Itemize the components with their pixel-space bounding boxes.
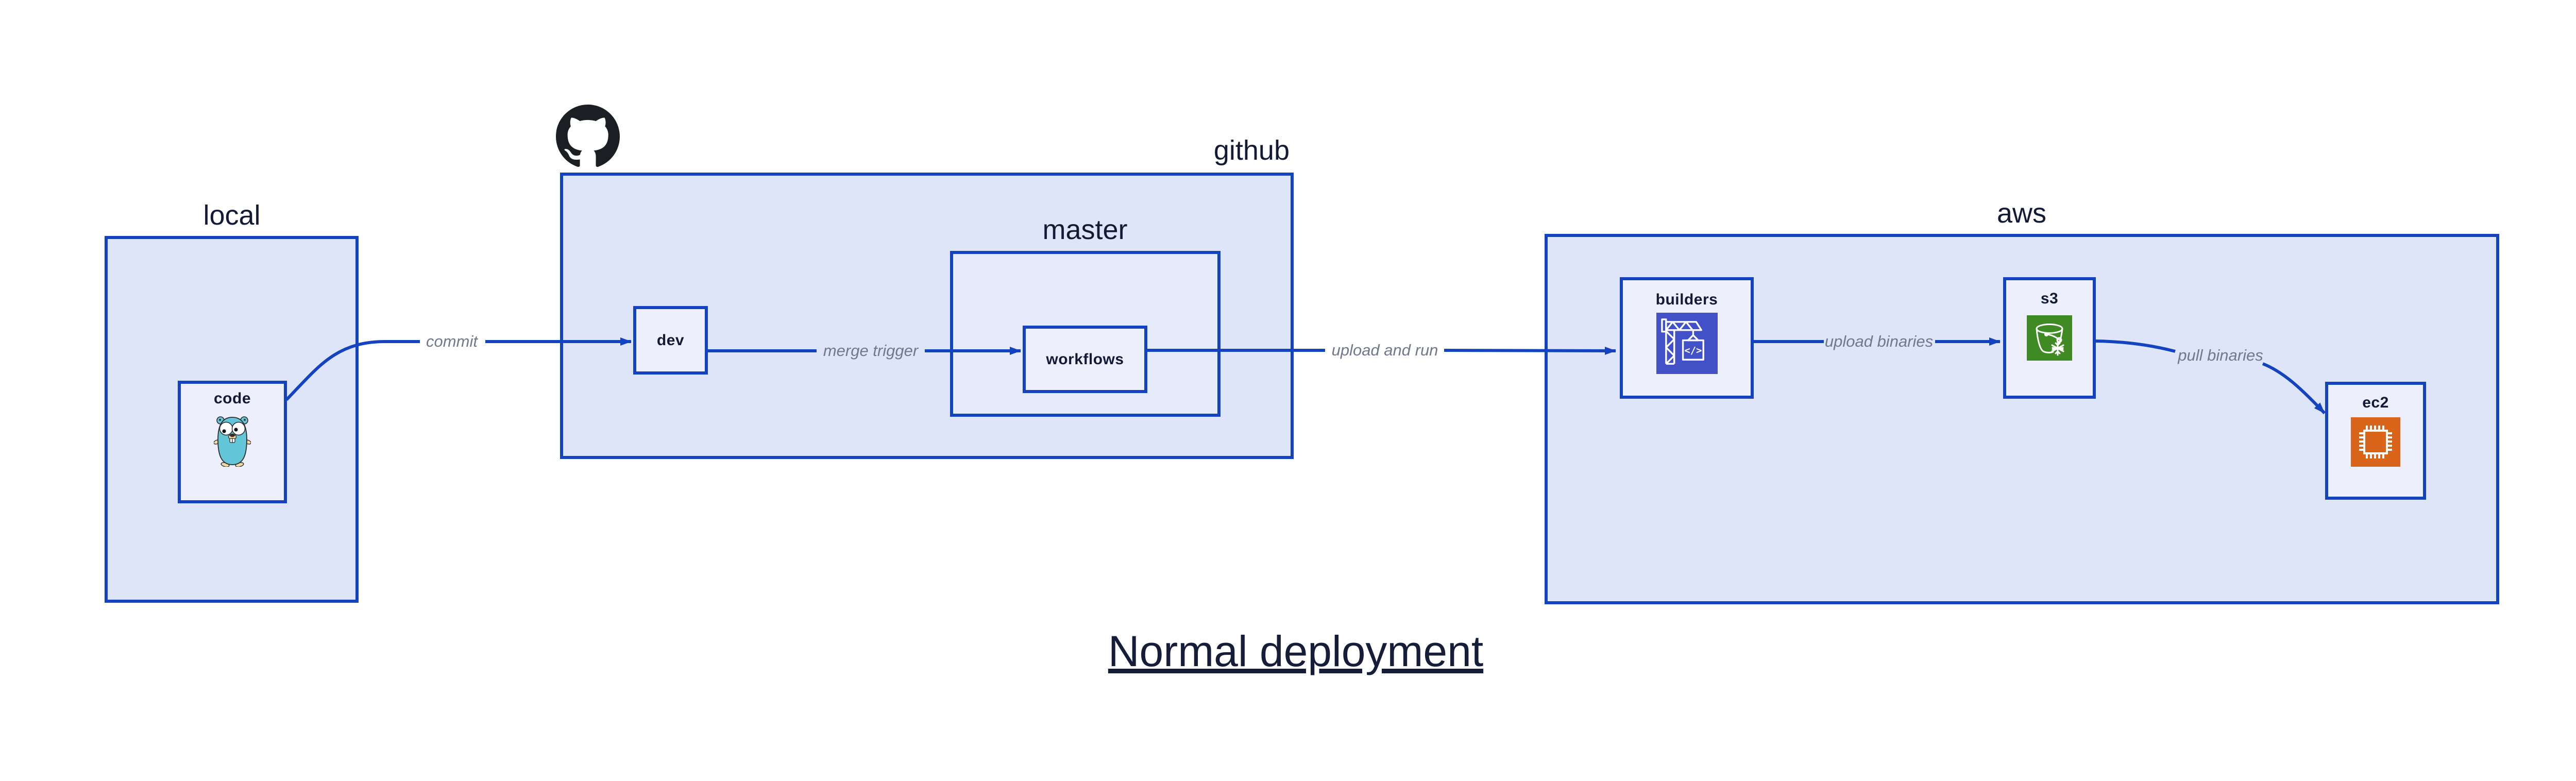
node-s3: s3: [2003, 277, 2096, 399]
ec2-chip-icon: [2351, 417, 2400, 469]
node-dev-label: dev: [656, 332, 685, 349]
node-code-label: code: [213, 390, 251, 407]
node-ec2-label: ec2: [2362, 394, 2389, 411]
node-workflows: workflows: [1023, 326, 1147, 393]
edge-upload-and-run-label: upload and run: [1331, 341, 1438, 359]
svg-text:</>: </>: [1684, 345, 1702, 356]
edge-commit-label: commit: [426, 332, 478, 350]
node-s3-label: s3: [2040, 290, 2059, 307]
github-octocat-icon: [556, 105, 620, 168]
aws-group-label: aws: [1996, 198, 2047, 229]
github-group-label: github: [1213, 135, 1290, 166]
s3-glacier-bucket-icon: [2027, 315, 2072, 363]
node-code: code: [178, 381, 287, 503]
node-ec2: ec2: [2325, 382, 2426, 500]
codebuild-crane-icon: </>: [1656, 313, 1718, 377]
master-group-label: master: [1042, 214, 1128, 245]
node-builders: builders </>: [1620, 277, 1754, 399]
page-title: Normal deployment: [1108, 627, 1484, 675]
node-builders-label: builders: [1655, 291, 1718, 308]
node-workflows-label: workflows: [1046, 351, 1124, 368]
edge-upload-binaries-label: upload binaries: [1824, 332, 1934, 350]
edge-merge-trigger-label: merge trigger: [823, 342, 919, 360]
edge-pull-binaries-label: pull binaries: [2178, 346, 2263, 364]
local-group-label: local: [203, 200, 261, 231]
node-dev: dev: [633, 306, 708, 375]
gopher-icon: [213, 415, 251, 469]
